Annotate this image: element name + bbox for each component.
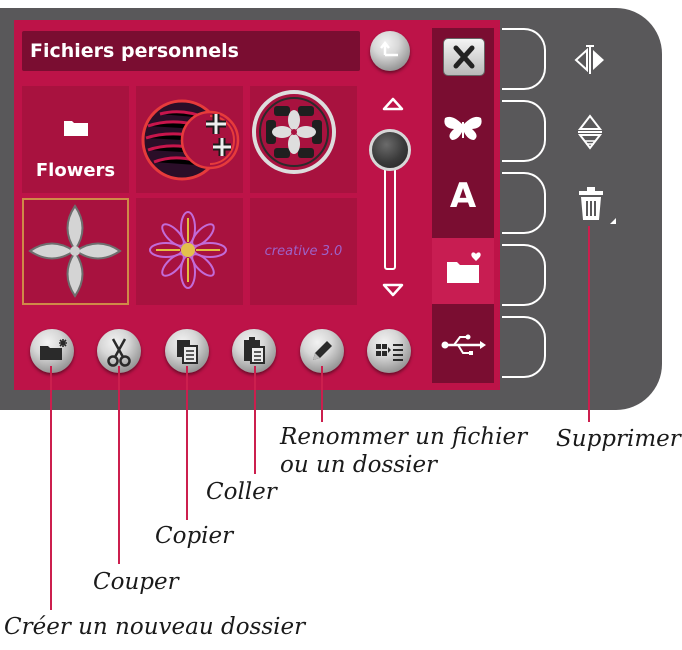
tab-designs[interactable] [432, 98, 494, 160]
flower-circle-design-thumbnail [252, 90, 336, 174]
scroll-up-arrow[interactable] [381, 96, 405, 112]
callout-line-rename [321, 366, 323, 422]
file-item-design[interactable] [136, 86, 243, 193]
scroll-down-arrow[interactable] [381, 282, 405, 298]
quatrefoil-design-thumbnail [28, 204, 122, 298]
rename-button[interactable] [300, 329, 344, 373]
copy-button[interactable] [165, 329, 209, 373]
callout-line-new-folder [50, 366, 52, 610]
mirror-vertical-icon [577, 114, 603, 150]
close-icon [453, 45, 475, 69]
file-item-design-selected[interactable] [22, 198, 129, 305]
file-item-design[interactable]: creative 3.0 [250, 198, 357, 305]
file-item-design[interactable] [250, 86, 357, 193]
paste-icon [244, 337, 265, 364]
scroll-thumb[interactable] [369, 129, 411, 171]
caption-new-folder: Créer un nouveau dossier [4, 614, 306, 640]
side-slot [502, 28, 546, 90]
tab-fonts[interactable]: A [432, 166, 494, 228]
caption-rename-line1: Renommer un fichier [280, 424, 528, 450]
callout-line-paste [254, 366, 256, 474]
caption-copy: Copier [155, 523, 234, 549]
caption-delete: Supprimer [556, 426, 681, 452]
file-item-design[interactable] [136, 198, 243, 305]
caption-rename-line2: ou un dossier [280, 452, 438, 478]
paste-button[interactable] [232, 329, 276, 373]
file-item-folder-flowers[interactable]: Flowers [22, 86, 129, 193]
tab-personal-files[interactable] [432, 238, 494, 304]
side-slot [502, 172, 546, 234]
trash-icon [579, 187, 616, 224]
tab-usb[interactable] [432, 314, 494, 376]
letter-a-icon: A [449, 176, 477, 216]
side-slot [502, 316, 546, 378]
folder-icon [64, 121, 88, 136]
page-title: Fichiers personnels [30, 40, 239, 62]
caption-paste: Coller [206, 479, 277, 505]
tab-column [432, 28, 494, 383]
list-view-icon [376, 344, 403, 361]
copy-icon [177, 340, 198, 364]
butterfly-icon [444, 116, 482, 140]
side-slot [502, 100, 546, 162]
mirror-horizontal-icon [574, 45, 604, 74]
delete-button[interactable] [570, 182, 620, 234]
text-design-thumbnail: creative 3.0 [264, 244, 343, 259]
mirror-vertical-button[interactable] [568, 110, 612, 154]
pencil-icon [313, 341, 332, 360]
up-folder-button[interactable] [370, 31, 410, 71]
folder-label: Flowers [35, 160, 116, 181]
callout-line-delete [588, 226, 590, 422]
callout-line-copy [186, 366, 188, 520]
cut-button[interactable] [97, 329, 141, 373]
page-title-bar: Fichiers personnels [22, 31, 360, 71]
new-folder-button[interactable] [30, 329, 74, 373]
folder-up-arrow-icon [380, 40, 398, 57]
scroll-track[interactable] [384, 160, 396, 270]
side-slot [502, 244, 546, 306]
scissors-icon [107, 338, 131, 367]
new-folder-icon [40, 339, 67, 360]
caption-cut: Couper [93, 569, 179, 595]
purple-flower-design-thumbnail [149, 211, 227, 289]
usb-icon [441, 334, 486, 355]
zebra-moon-design-thumbnail [141, 99, 240, 181]
folder-heart-icon [447, 252, 481, 283]
mirror-horizontal-button[interactable] [568, 40, 612, 80]
close-button[interactable] [443, 38, 485, 76]
callout-line-cut [118, 366, 120, 564]
list-view-button[interactable] [367, 329, 411, 373]
